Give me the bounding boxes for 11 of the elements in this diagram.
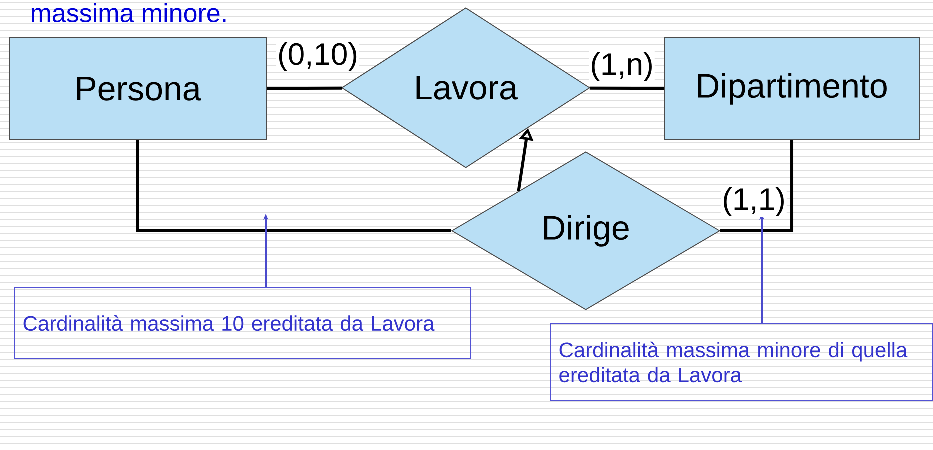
note-box: Cardinalità massima minore di quella ereditata da Lavora	[550, 323, 933, 402]
cardinality-label: (1,n)	[589, 52, 655, 82]
cardinality-label: (0,10)	[276, 42, 360, 72]
note-box: Cardinalità massima 10 ereditata da Lavora	[14, 287, 472, 360]
entity-box: Persona	[9, 38, 267, 140]
cardinality-label: (1,1)	[721, 186, 787, 218]
entity-box: Dipartimento	[664, 38, 920, 140]
connector-line	[136, 140, 452, 232]
connector-line	[590, 86, 664, 90]
connector-line	[267, 86, 342, 90]
connector-line	[720, 140, 794, 232]
